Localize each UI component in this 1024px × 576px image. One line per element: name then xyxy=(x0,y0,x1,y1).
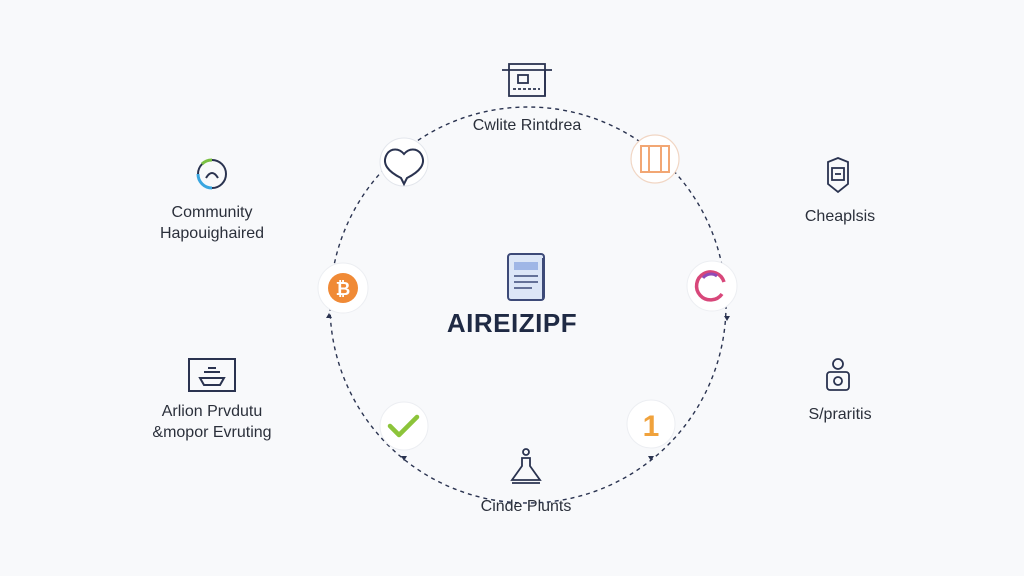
one-badge xyxy=(626,399,676,449)
monitor-ship-icon xyxy=(188,358,236,392)
badge-lock-icon xyxy=(827,157,849,194)
node-action-label: Arlion Prvdutu &mopor Evruting xyxy=(132,401,292,443)
bitcoin-icon: ₿ xyxy=(336,279,351,299)
shield-gear-icon xyxy=(826,358,850,391)
heart-badge xyxy=(379,137,429,187)
ring-arrow-bottom-right xyxy=(648,456,654,461)
refresh-badge xyxy=(686,260,738,312)
flask-icon xyxy=(510,448,542,484)
checkmark-icon xyxy=(387,414,420,438)
node-sparitis-label: S/praritis xyxy=(808,406,872,423)
node-action-label-line1: Arlion Prvdutu xyxy=(161,403,263,420)
bitcoin-badge xyxy=(317,262,369,314)
center-title: AIREIZIPF xyxy=(446,308,578,338)
frame-badge xyxy=(630,134,680,184)
heart-outline-icon xyxy=(383,148,425,187)
ring-arrow-bottom-left xyxy=(401,456,407,461)
node-community-label-line2: Hapouighaired xyxy=(159,225,265,242)
check-badge xyxy=(379,401,429,451)
chat-swirl-icon xyxy=(196,158,227,190)
node-cheaplsis-label: Cheaplsis xyxy=(804,208,876,225)
node-action-label-line2: &mopor Evruting xyxy=(152,424,272,441)
number-one-icon: 1 xyxy=(643,410,660,443)
node-bottom-label: Cinde Plunts xyxy=(480,498,572,515)
document-icon xyxy=(507,253,545,301)
node-community-label: Community Hapouighaired xyxy=(132,202,292,244)
node-community-label-line1: Community xyxy=(171,204,253,221)
frame-icon xyxy=(640,145,670,173)
ring-arrow-left xyxy=(326,313,332,318)
refresh-arc-icon xyxy=(694,270,726,302)
clipboard-board-icon xyxy=(502,63,552,97)
ring-arrow-right xyxy=(724,316,730,321)
node-top-label: Cwlite Rintdrea xyxy=(472,117,582,134)
